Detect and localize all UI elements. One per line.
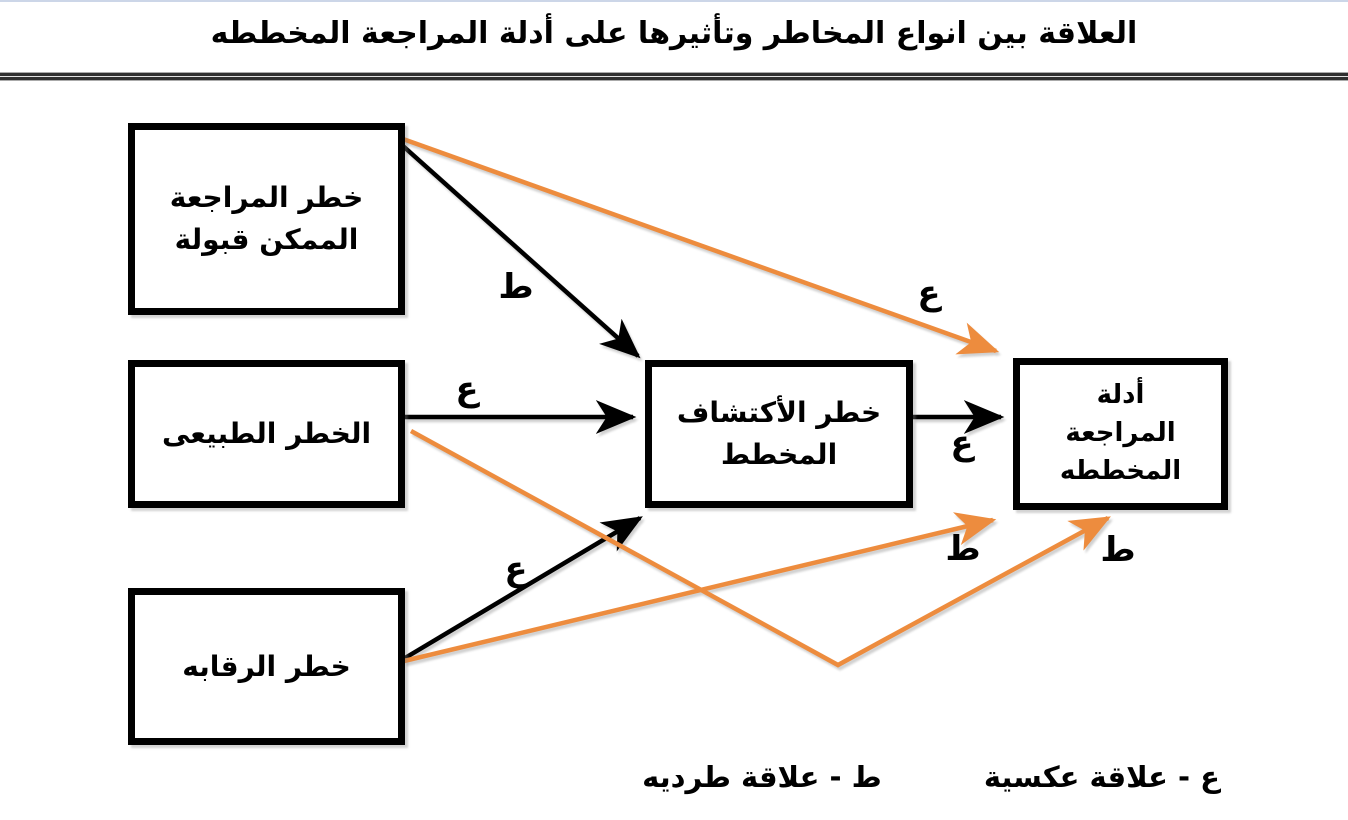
node-planned-audit-evidence: أدلة المراجعة المخططه [1013,358,1228,510]
arrow-label-cr-to-pdr: ع [504,549,528,589]
node-label-line: المخطط [720,438,838,471]
node-control-risk: خطر الرقابه [128,588,405,745]
arrow-label-ir-to-pdr: ع [455,369,479,409]
node-label-line: المخططه [1059,455,1182,486]
node-label-line: الخطر الطبيعى [161,417,372,450]
page-top-rule [0,0,1348,2]
node-label-line: خطر الأكتشاف [676,396,882,429]
title-divider [0,72,1348,81]
arrow-label-cr-to-pae: ط [945,529,981,569]
legend: ع - علاقة عكسية ط - علاقة طرديه [642,760,1220,794]
arrow-label-pdr-to-pae: ع [950,423,974,463]
node-planned-detection-risk: خطر الأكتشاف المخطط [645,360,913,508]
arrow-aar-to-pae [402,136,1000,355]
node-label-line: الممكن قبولة [174,223,359,256]
node-inherent-risk: الخطر الطبيعى [128,360,405,508]
arrow-label-ir-to-pae: ط [1100,530,1136,570]
node-label-line: أدلة [1096,380,1145,411]
arrow-aar-to-pdr [401,144,641,359]
arrow-label-aar-to-pae: ع [917,273,941,313]
node-acceptable-audit-risk: خطر المراجعة الممكن قبولة [128,123,405,315]
node-label-line: خطر الرقابه [182,649,351,683]
legend-item-direct: ط - علاقة طرديه [642,760,882,794]
arrow-cr-to-pae [403,512,997,664]
arrow-label-aar-to-pdr: ط [498,267,534,307]
diagram-title: العلاقة بين انواع المخاطر وتأثيرها على أ… [210,16,1138,51]
node-label-line: خطر المراجعة [169,181,364,214]
node-label-line: المراجعة [1065,418,1176,449]
legend-item-inverse: ع - علاقة عكسية [983,760,1220,794]
